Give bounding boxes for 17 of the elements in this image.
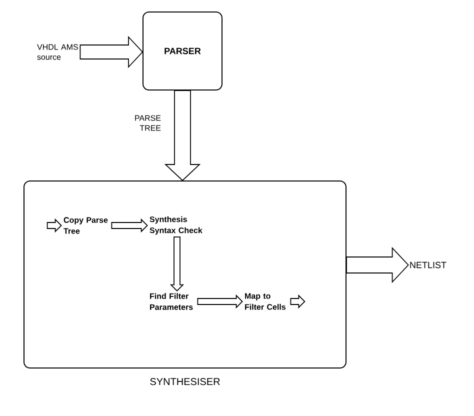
- edge-label: PARSE TREE: [135, 115, 161, 131]
- block-arrow: [80, 36, 144, 68]
- arrow: [170, 236, 184, 292]
- arrow: [197, 294, 243, 309]
- source-label: VHDL AMS source: [37, 44, 78, 60]
- step-label: Copy Parse Tree: [64, 217, 108, 234]
- step-label: Map to Filter Cells: [245, 293, 286, 310]
- block-arrow: [346, 246, 409, 284]
- output-label: NETLIST: [410, 262, 446, 268]
- step-label: Synthesis Syntax Check: [150, 216, 202, 235]
- block-arrow: [164, 90, 201, 182]
- arrow: [46, 218, 62, 233]
- step-label: Find Filter Parameters: [150, 293, 193, 310]
- arrow: [290, 294, 306, 309]
- arrow: [111, 218, 148, 233]
- node-label: SYNTHESISER: [150, 378, 220, 386]
- process-box: PARSER: [142, 12, 222, 90]
